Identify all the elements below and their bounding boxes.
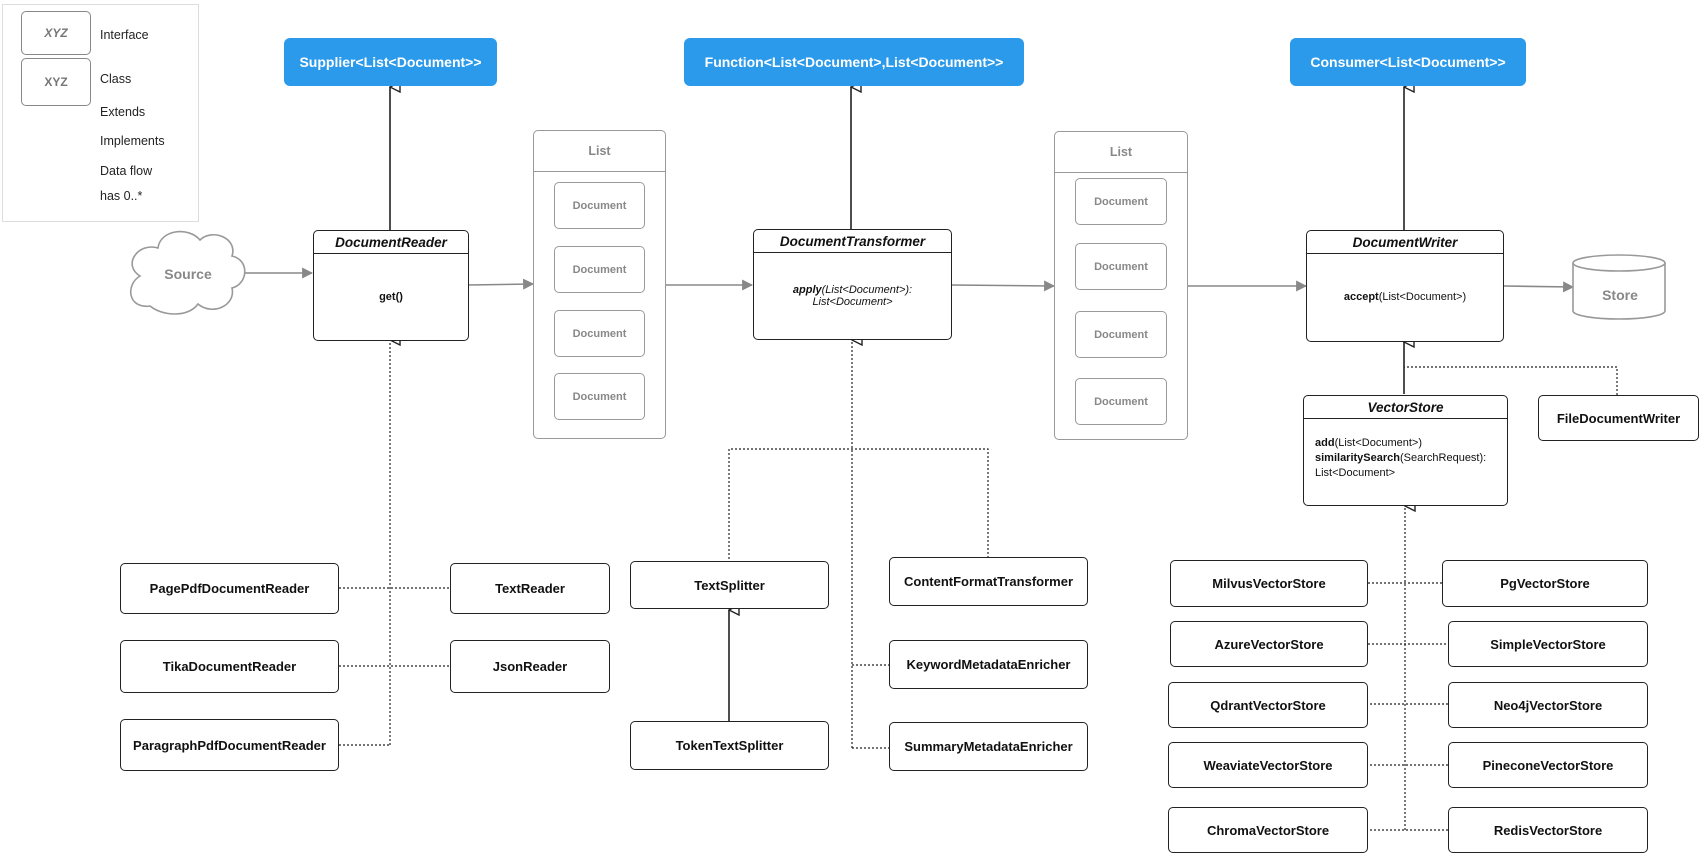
document-reader-method: get() — [379, 290, 403, 303]
token-text-splitter: TokenTextSplitter — [630, 721, 829, 770]
list-right-title: List — [1055, 132, 1187, 173]
text-reader: TextReader — [450, 563, 610, 614]
file-document-writer: FileDocumentWriter — [1538, 395, 1699, 441]
qdrant-vector-store: QdrantVectorStore — [1168, 682, 1368, 728]
source-cloud-shape — [129, 230, 246, 315]
paragraph-pdf-document-reader: ParagraphPdfDocumentReader — [120, 719, 339, 771]
pg-vector-store: PgVectorStore — [1442, 560, 1648, 607]
document-reader-class: DocumentReader get() — [313, 230, 469, 341]
transformer-method-params: (List<Document>): — [821, 283, 913, 296]
store-cylinder-shape — [1572, 263, 1666, 320]
transformer-method-return: List<Document> — [812, 295, 893, 308]
list-right-item: Document — [1075, 243, 1167, 290]
vector-store-add: add — [1315, 437, 1335, 449]
list-left-item: Document — [554, 182, 645, 229]
flow-transformer-list — [951, 280, 1056, 292]
document-reader-name: DocumentReader — [314, 231, 468, 254]
writer-method-name: accept — [1343, 291, 1379, 303]
writer-method-params: (List<Document>) — [1378, 291, 1467, 303]
source-label: Source — [164, 266, 212, 282]
document-writer-name: DocumentWriter — [1307, 231, 1503, 254]
function-interface: Function<List<Document>,List<Document>> — [684, 38, 1024, 86]
store-label: Store — [1602, 287, 1638, 303]
document-writer-class: DocumentWriter accept(List<Document>) — [1306, 230, 1504, 342]
supplier-interface: Supplier<List<Document>> — [284, 38, 497, 86]
legend-dataflow-label: Data flow — [100, 164, 153, 178]
flow-writer-store — [1503, 281, 1575, 293]
list-left-item: Document — [554, 246, 645, 293]
azure-vector-store: AzureVectorStore — [1170, 621, 1368, 667]
pinecone-vector-store: PineconeVectorStore — [1448, 742, 1648, 788]
legend-implements-label: Implements — [100, 134, 165, 148]
content-format-transformer: ContentFormatTransformer — [889, 557, 1088, 606]
legend-class-label: Class — [100, 72, 132, 86]
flow-reader-list — [467, 278, 535, 290]
legend-has-label: has 0..* — [100, 189, 143, 203]
list-left-item: Document — [554, 310, 645, 357]
tika-document-reader: TikaDocumentReader — [120, 640, 339, 693]
vector-store-search-params: (SearchRequest): — [1400, 452, 1487, 464]
milvus-vector-store: MilvusVectorStore — [1170, 560, 1368, 607]
redis-vector-store: RedisVectorStore — [1448, 807, 1648, 853]
chroma-vector-store: ChromaVectorStore — [1168, 807, 1368, 853]
page-pdf-document-reader: PagePdfDocumentReader — [120, 563, 339, 614]
summary-metadata-enricher: SummaryMetadataEnricher — [889, 722, 1088, 771]
keyword-metadata-enricher: KeywordMetadataEnricher — [889, 640, 1088, 689]
vector-store-search-return: List<Document> — [1315, 467, 1396, 479]
vector-store-add-params: (List<Document>) — [1334, 437, 1422, 449]
neo4j-vector-store: Neo4jVectorStore — [1448, 682, 1648, 728]
legend-interface-label: Interface — [100, 28, 149, 42]
document-transformer-class: DocumentTransformer apply(List<Document>… — [753, 229, 952, 340]
transformer-method-name: apply — [792, 283, 822, 296]
list-left-title: List — [534, 131, 665, 172]
consumer-interface: Consumer<List<Document>> — [1290, 38, 1526, 86]
weaviate-vector-store: WeaviateVectorStore — [1168, 742, 1368, 788]
list-right-item: Document — [1075, 311, 1167, 358]
list-right-item: Document — [1075, 378, 1167, 425]
legend-class-symbol: XYZ — [21, 58, 91, 106]
text-splitter: TextSplitter — [630, 561, 829, 609]
legend-interface-symbol: XYZ — [21, 11, 91, 55]
vector-store-class: VectorStore add(List<Document>) similari… — [1303, 395, 1508, 506]
vector-store-similarity-search: similaritySearch — [1315, 452, 1400, 464]
legend-extends-label: Extends — [100, 105, 146, 119]
vector-store-name: VectorStore — [1304, 396, 1507, 419]
json-reader: JsonReader — [450, 640, 610, 693]
list-left-item: Document — [554, 373, 645, 420]
legend: XYZ Interface XYZ Class Extends Implemen… — [2, 4, 199, 222]
simple-vector-store: SimpleVectorStore — [1448, 621, 1648, 667]
document-transformer-name: DocumentTransformer — [754, 230, 951, 253]
list-right-item: Document — [1075, 178, 1167, 225]
